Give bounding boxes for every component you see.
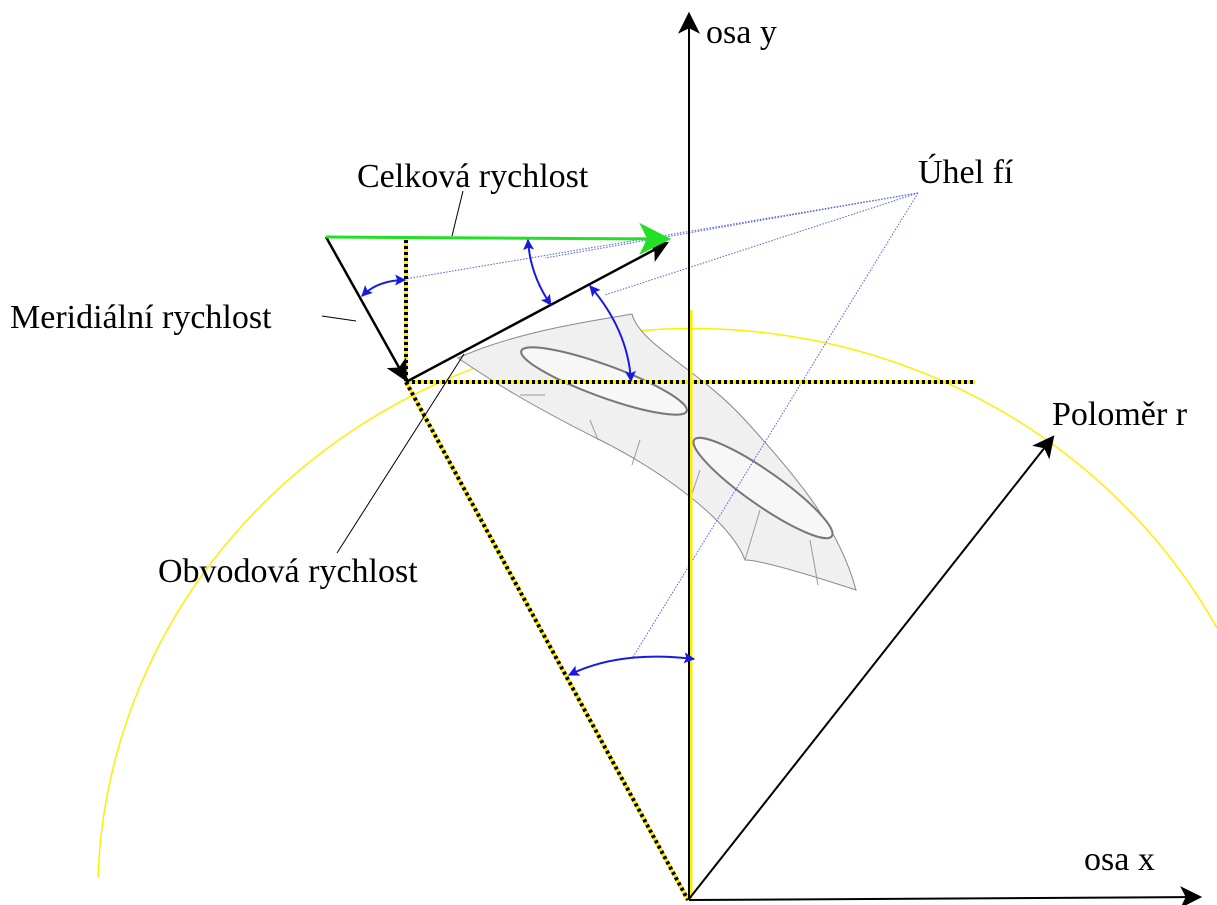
blade-slot-lower [692, 436, 834, 540]
total-velocity-label: Celková rychlost [357, 158, 589, 195]
radius-label: Poloměr r [1052, 396, 1188, 433]
angle-phi-label: Úhel fí [918, 153, 1014, 191]
radius-vector [688, 435, 1055, 900]
angle-arc-meridional [361, 274, 407, 297]
angle-arc-total [523, 238, 552, 306]
circumferential-velocity-label: Obvodová rychlost [158, 553, 418, 590]
blade-section [456, 313, 857, 591]
angle-arc-phi [568, 652, 696, 676]
meridional-velocity-vector [324, 236, 408, 382]
x-axis [688, 886, 1203, 905]
axis-x-label: osa x [1084, 841, 1155, 878]
axis-y-label: osa y [706, 14, 777, 51]
angle-arcs [361, 238, 696, 676]
label-leaders [321, 190, 465, 554]
meridional-velocity-label: Meridiální rychlost [10, 299, 272, 336]
circumferential-velocity-vector [405, 241, 669, 384]
total-velocity-vector [325, 222, 672, 255]
angle-arc-circumferential [589, 285, 636, 383]
construction-dotted-lines [404, 240, 975, 901]
angle-leader-lines [386, 192, 919, 658]
